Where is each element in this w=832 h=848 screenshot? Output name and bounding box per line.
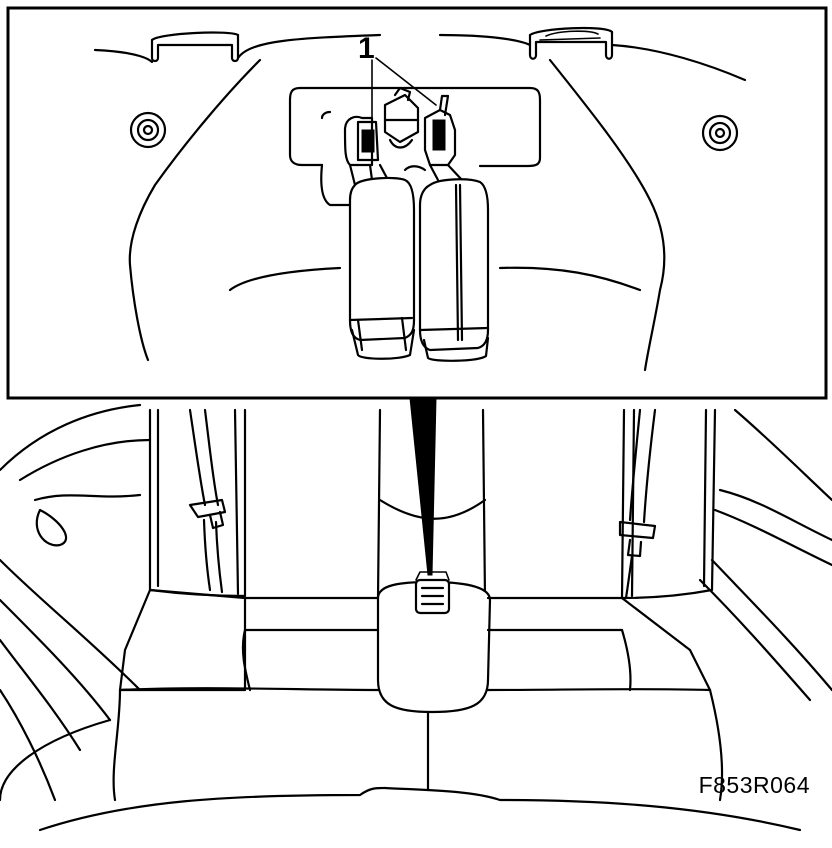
right-side-panel: [733, 408, 832, 502]
right-belt-buckle: [418, 94, 490, 362]
right-shoulder-belt: [628, 408, 642, 522]
left-headrest-mount: [150, 33, 240, 63]
detail-pointer: [409, 397, 437, 576]
figure-code: F853R064: [698, 772, 810, 798]
detail-view: [93, 26, 747, 372]
callout-number: 1: [358, 32, 375, 65]
right-bolt: [701, 114, 739, 152]
center-buckle-housing: [376, 580, 492, 714]
rear-seat-scene: [0, 403, 832, 832]
armrest-pocket: [298, 86, 542, 168]
center-armrest: [376, 408, 382, 600]
left-shoulder-belt: [188, 408, 207, 507]
left-side-panel: [0, 403, 142, 472]
right-seatback: [620, 408, 717, 600]
seat-cushion: [118, 588, 247, 692]
left-bolt: [129, 111, 167, 149]
center-anchor-bolt: [383, 86, 420, 149]
detail-frame: [6, 6, 828, 400]
right-headrest-mount: [528, 30, 614, 60]
callout-leader-right: [375, 57, 437, 106]
left-belt-buckle: [343, 115, 416, 360]
seatback-contour: [128, 58, 262, 362]
